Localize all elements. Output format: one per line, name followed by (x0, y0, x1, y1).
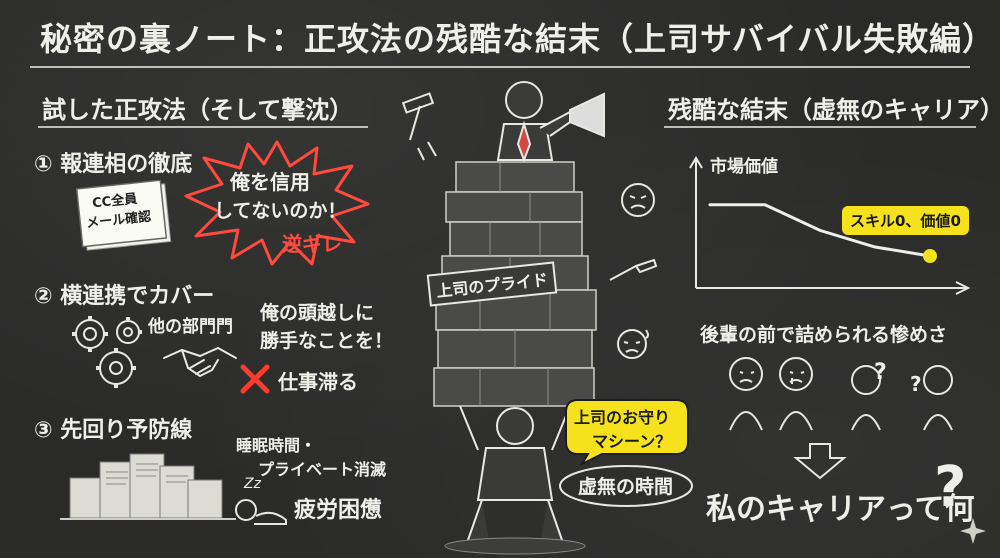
chart-ylabel: 市場価値 (710, 157, 778, 177)
left-heading: 試した正攻法（そして撃沈） (42, 96, 354, 124)
bubble-line2: マシーン？ (592, 432, 672, 451)
megaphone-icon (569, 92, 605, 138)
left-heading-underline (38, 126, 368, 128)
right-heading: 残酷な結末（虚無のキャリア） (668, 96, 1000, 124)
method-2-label: ② 横連携でカバー (34, 284, 215, 309)
dept-label: 他の部門門 (148, 317, 233, 337)
down-arrow-icon (793, 443, 847, 480)
title-underline (30, 66, 970, 68)
burst-line1: 俺を信用 (230, 170, 310, 194)
conclusion-text: 私のキャリアって何 (706, 492, 975, 527)
fatigue-label: 疲労困憊 (294, 498, 383, 523)
angry-burst-icon (184, 140, 370, 266)
big-question-mark: ? (934, 455, 967, 520)
question-mark-2: ? (910, 372, 922, 396)
document-pile-icon (60, 453, 236, 520)
screwdriver-icon (609, 258, 658, 281)
market-value-line (708, 203, 932, 258)
sleeping-person-icon (235, 499, 287, 525)
boss-tower-illustration (433, 81, 605, 555)
burst-line2: してないのか！ (214, 200, 347, 222)
right-heading-underline (664, 126, 976, 128)
bubble-line1: 上司のお守り (574, 408, 671, 427)
exhausted-face-icon (621, 183, 655, 217)
result-label: 仕事滞る (278, 370, 358, 394)
hammer-icon (401, 92, 437, 161)
crying-people-group (729, 357, 953, 431)
burst-tag: 逆ギレ (282, 232, 342, 256)
void-time-label: 虚無の時間 (578, 476, 674, 498)
email-note-paper (75, 180, 172, 251)
sleep-note-line2: プライベート消滅 (258, 460, 387, 479)
chart-x-arrow (955, 281, 971, 295)
page-title: 秘密の裏ノート：正攻法の残酷な結末（上司サバイバル失敗編） (40, 20, 996, 58)
struggling-person-figure (459, 405, 571, 547)
sleep-note-line1: 睡眠時間・ (236, 436, 317, 455)
chart-callout: スキル0、価値0 (842, 206, 969, 235)
quote-line2: 勝手なことを！ (260, 330, 394, 352)
method-3-label: ③ 先回り予防線 (34, 418, 193, 443)
handshake-icon (163, 346, 237, 378)
sparkle-icon (960, 518, 986, 544)
question-mark-1: ? (874, 360, 887, 385)
quote-line1: 俺の頭越しに (260, 302, 375, 324)
red-x-icon (240, 364, 270, 394)
scene-label: 後輩の前で詰められる惨めさ (700, 324, 948, 346)
yellow-thought-bubble (565, 399, 689, 466)
boss-figure (496, 81, 578, 163)
zzz-label: Zz (244, 476, 261, 492)
void-time-bubble (559, 465, 693, 507)
market-value-endpoint (923, 249, 937, 263)
method-1-label: ① 報連相の徹底 (34, 152, 193, 177)
gears-icon (72, 316, 142, 388)
market-value-chart (689, 156, 971, 295)
sweating-face-icon (617, 329, 649, 359)
chart-y-arrow (689, 156, 703, 169)
